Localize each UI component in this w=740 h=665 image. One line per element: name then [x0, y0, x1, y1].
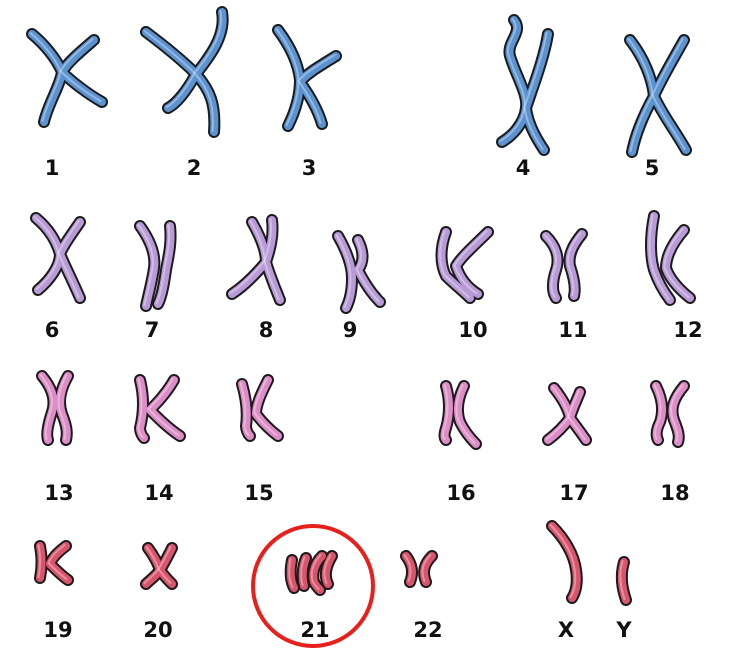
- chromosome-y: [615, 556, 632, 606]
- chromosome-18: [650, 380, 690, 448]
- chromosome-22: [400, 550, 438, 588]
- label-19: 19: [43, 618, 73, 642]
- chromosome-15: [236, 374, 284, 442]
- chromosome-11: [540, 228, 588, 304]
- chromosome-3: [272, 24, 342, 132]
- chromosome-12: [645, 210, 696, 306]
- label-17: 17: [559, 481, 589, 505]
- chromosome-20: [140, 542, 178, 590]
- chromosome-14: [134, 374, 186, 444]
- chromosome-1: [26, 28, 108, 128]
- label-12: 12: [673, 318, 703, 342]
- label-7: 7: [144, 318, 160, 342]
- label-4: 4: [515, 156, 531, 180]
- label-10: 10: [458, 318, 488, 342]
- chromosome-21: [284, 550, 338, 596]
- chromosome-2: [140, 6, 229, 138]
- chromosome-6: [30, 212, 86, 304]
- chromosome-8: [226, 214, 286, 306]
- label-20: 20: [143, 618, 173, 642]
- label-16: 16: [446, 481, 476, 505]
- chromosome-5: [624, 34, 692, 158]
- label-14: 14: [144, 481, 174, 505]
- chromosome-10: [435, 226, 494, 304]
- chromosome-7: [134, 220, 177, 312]
- label-5: 5: [644, 156, 660, 180]
- chromosome-13: [36, 370, 74, 446]
- label-21: 21: [300, 618, 330, 642]
- chromosome-19: [34, 540, 74, 586]
- label-1: 1: [44, 156, 60, 180]
- chromosome-9: [332, 230, 386, 314]
- chromosome-17: [542, 382, 592, 446]
- label-y: Y: [616, 618, 632, 642]
- label-11: 11: [558, 318, 588, 342]
- label-18: 18: [660, 481, 690, 505]
- label-9: 9: [342, 318, 358, 342]
- label-22: 22: [413, 618, 443, 642]
- label-6: 6: [44, 318, 60, 342]
- label-8: 8: [258, 318, 274, 342]
- label-x: X: [557, 618, 575, 642]
- label-15: 15: [244, 481, 274, 505]
- chromosome-4: [496, 14, 554, 156]
- label-2: 2: [186, 156, 202, 180]
- trisomy-highlight-circle: [251, 524, 375, 648]
- chromosome-x: [546, 520, 583, 604]
- chromosome-16: [438, 380, 482, 450]
- label-3: 3: [301, 156, 317, 180]
- label-13: 13: [44, 481, 74, 505]
